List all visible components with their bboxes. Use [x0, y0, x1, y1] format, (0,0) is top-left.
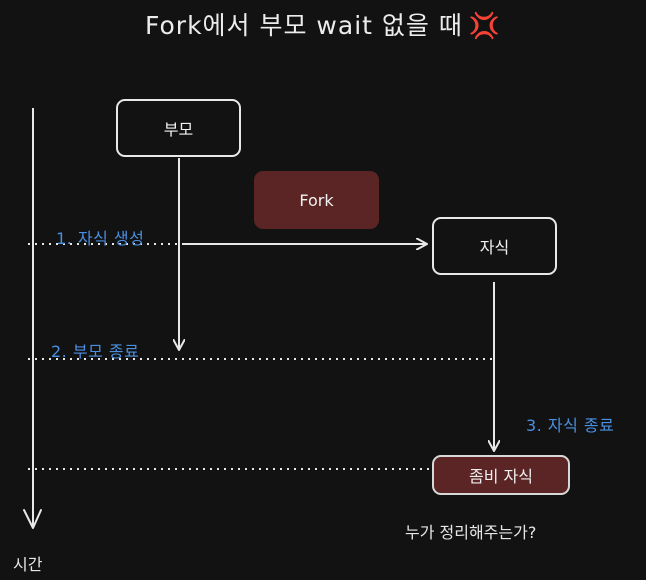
child-node-label: 자식 [479, 238, 510, 257]
parent-node: 부모 [116, 99, 241, 157]
step3-label: 3. 자식 종료 [526, 416, 615, 435]
fork-node: Fork [254, 171, 379, 229]
fork-node-label: Fork [299, 190, 334, 210]
anger-icon: 💢 [468, 11, 501, 40]
step1-label: 1. 자식 생성 [56, 229, 145, 248]
zombie-child-node: 좀비 자식 [432, 455, 570, 495]
time-axis-arrowhead [23, 509, 42, 529]
step2-label: 2. 부모 종료 [51, 342, 140, 361]
time-axis-label: 시간 [13, 555, 43, 574]
question-text: 누가 정리해주는가? [405, 523, 537, 542]
diagram-title: Fork에서 부모 wait 없을 때💢 [0, 6, 646, 42]
child-node: 자식 [432, 217, 557, 275]
parent-node-label: 부모 [163, 120, 194, 139]
zombie-child-node-label: 좀비 자식 [469, 467, 533, 486]
title-text: Fork에서 부모 wait 없을 때 [145, 11, 463, 40]
